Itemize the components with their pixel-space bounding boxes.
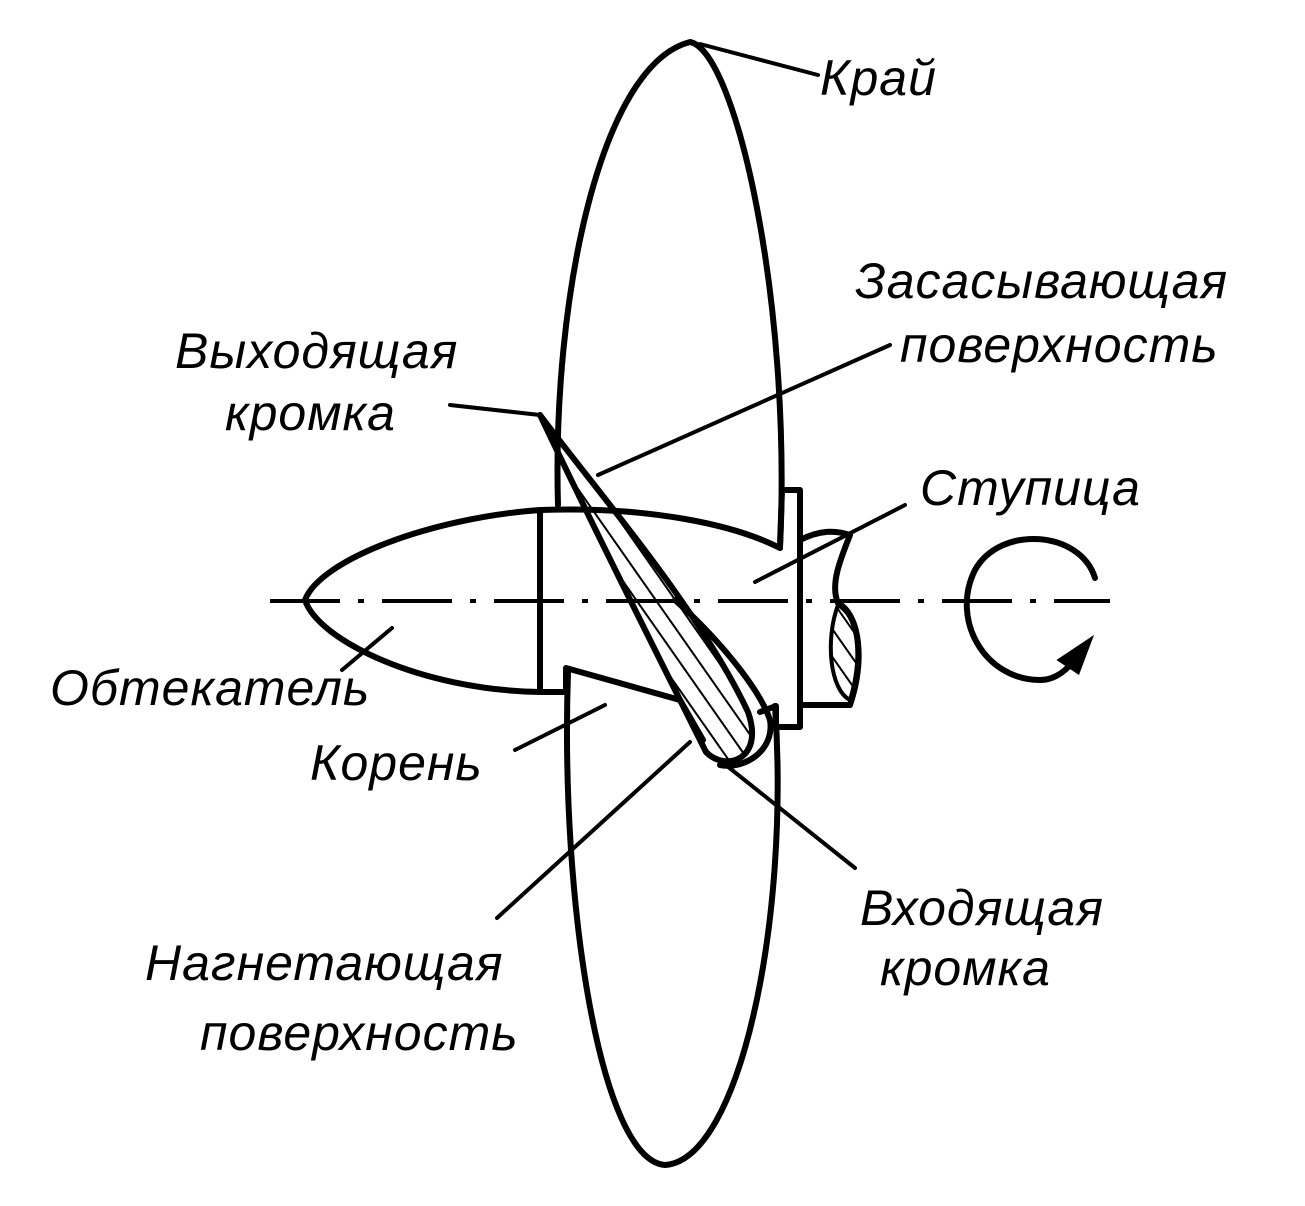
label-root: Корень xyxy=(310,735,483,791)
spinner-top-edge xyxy=(537,506,783,551)
shaft-section xyxy=(828,602,860,703)
label-leading-1: Входящая xyxy=(860,880,1104,936)
leader-suction xyxy=(596,343,892,477)
label-suction-1: Засасывающая xyxy=(855,253,1228,309)
label-pressure-2: поверхность xyxy=(200,1005,519,1061)
lower-blade xyxy=(563,669,781,1168)
blade-section-back xyxy=(672,597,774,769)
rotation-arrow-icon xyxy=(963,536,1098,683)
label-pressure-1: Нагнетающая xyxy=(145,935,503,991)
label-leading-2: кромка xyxy=(880,940,1051,996)
leader-tip xyxy=(698,42,820,77)
arrow-head-icon xyxy=(1056,634,1095,676)
label-trailing-2: кромка xyxy=(225,385,396,441)
spinner xyxy=(302,507,543,695)
leader-leading xyxy=(720,760,857,870)
label-tip: Край xyxy=(820,50,937,106)
blade-section xyxy=(537,412,756,765)
leader-pressure xyxy=(495,740,692,920)
leader-spinner xyxy=(340,626,394,672)
label-spinner: Обтекатель xyxy=(50,660,370,716)
label-hub: Ступица xyxy=(920,460,1141,516)
leader-trailing xyxy=(448,403,542,417)
leader-hub xyxy=(753,503,907,584)
leader-root xyxy=(513,703,607,752)
label-trailing-1: Выходящая xyxy=(175,323,458,379)
hub-flange xyxy=(757,487,803,730)
label-suction-2: поверхность xyxy=(900,317,1219,373)
upper-blade xyxy=(554,39,785,551)
